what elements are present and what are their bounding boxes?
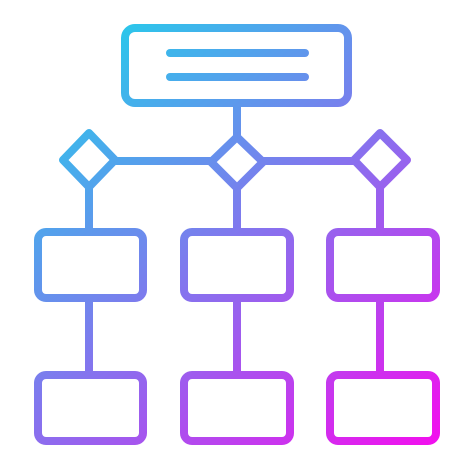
process-box-center-2 — [180, 371, 294, 445]
decision-diamond-center — [207, 133, 267, 192]
process-box-right-1 — [326, 228, 440, 302]
top-header-box — [121, 24, 352, 107]
decision-diamond-right — [350, 129, 411, 191]
process-box-center-1 — [180, 228, 294, 302]
process-box-left-1 — [34, 228, 147, 302]
process-box-left-2 — [34, 371, 147, 445]
process-box-right-2 — [326, 371, 440, 445]
decision-diamond-left — [59, 129, 119, 191]
